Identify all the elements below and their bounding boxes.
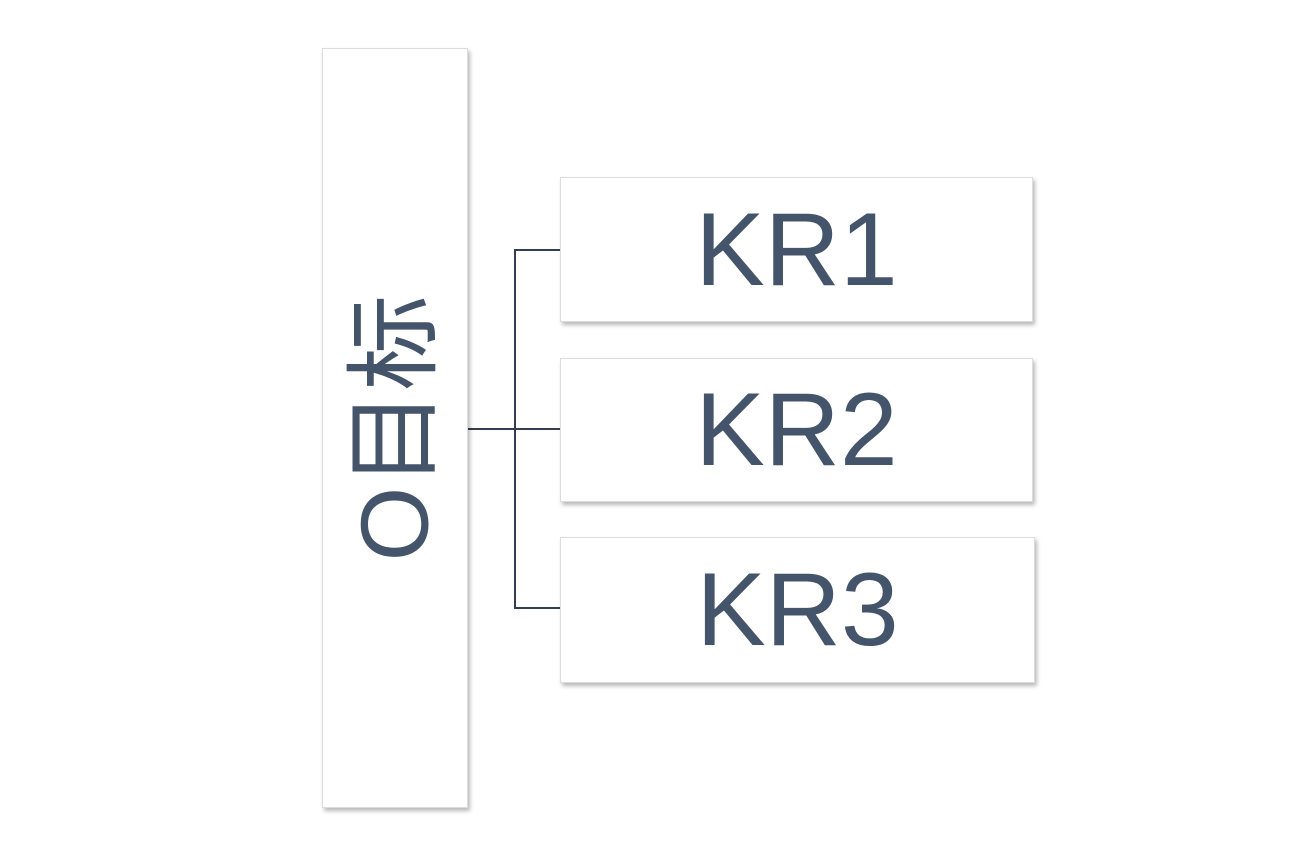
kr-box-3[interactable]: KR3	[560, 537, 1035, 683]
kr-label-1: KR1	[695, 191, 898, 308]
objective-label: O目标	[341, 294, 449, 562]
kr-label-2: KR2	[695, 372, 898, 488]
connector-branch-kr1	[514, 249, 561, 251]
connector-branch-kr3	[514, 607, 561, 609]
kr-box-2[interactable]: KR2	[560, 358, 1033, 502]
objective-box[interactable]: O目标	[322, 48, 468, 808]
kr-label-3: KR3	[696, 552, 899, 668]
connector-trunk	[514, 249, 516, 609]
kr-box-1[interactable]: KR1	[560, 177, 1033, 322]
